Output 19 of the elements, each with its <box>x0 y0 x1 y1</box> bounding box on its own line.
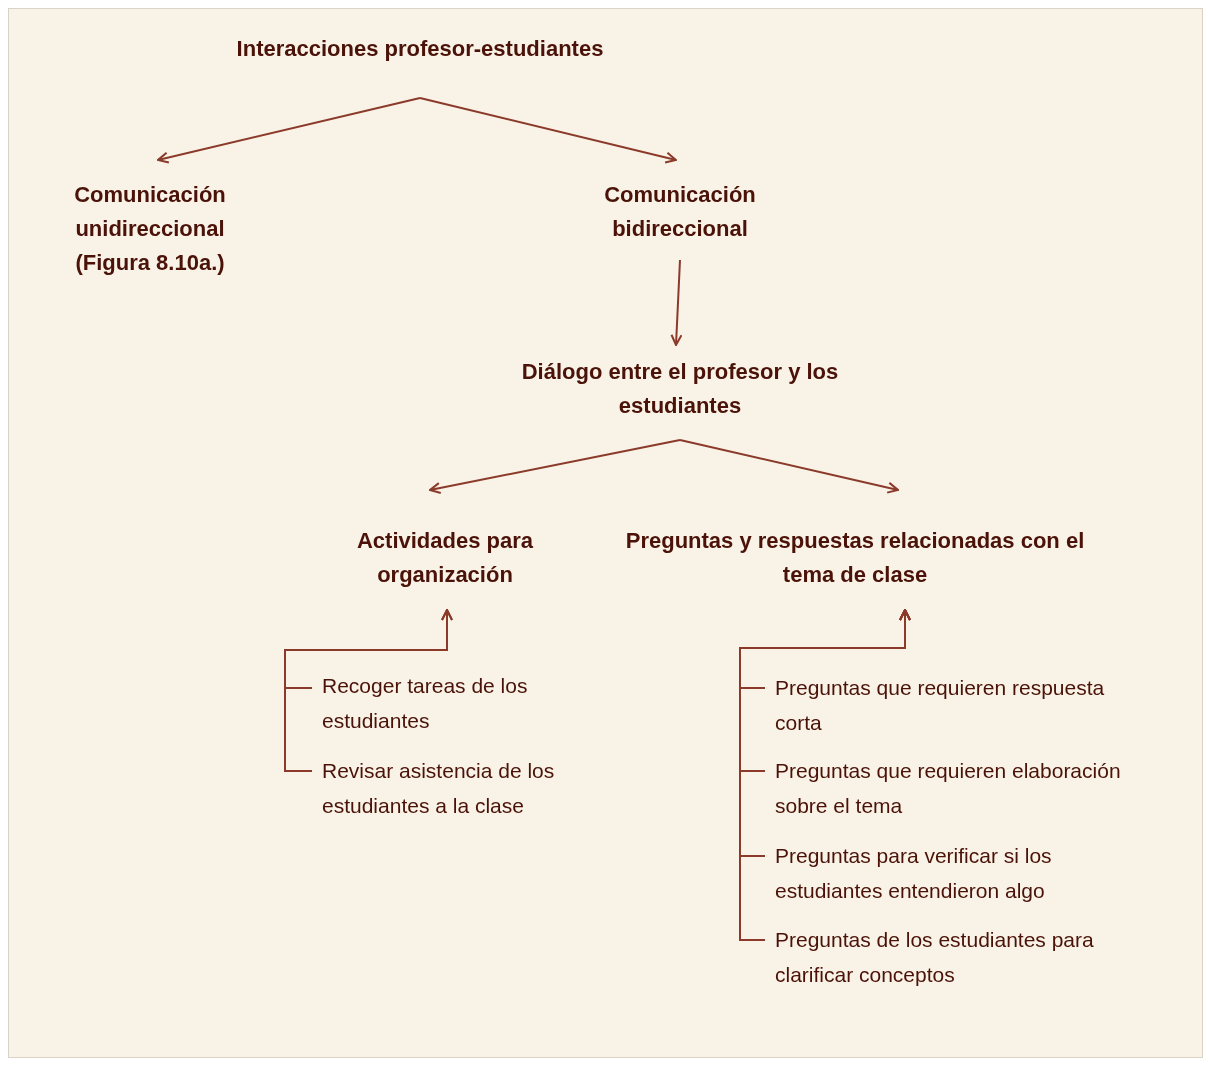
list-item-text: Revisar asistencia de los estudiantes a la clase <box>322 758 556 819</box>
arrow <box>157 97 421 164</box>
arrow <box>284 609 453 772</box>
list-item-text: Preguntas para verificar si los estudiantes entendieron algo <box>775 843 1053 904</box>
node-label: Comunicación unidireccional (Figura 8.10a.) <box>73 181 227 277</box>
arrow <box>679 439 899 494</box>
node-label: Comunicación bidireccional <box>603 181 757 243</box>
node-label: Actividades para organización <box>355 527 535 589</box>
arrow <box>739 609 911 941</box>
arrow <box>419 97 677 164</box>
arrow <box>670 259 683 346</box>
list-item-text: Preguntas que requieren elaboración sobre el tema <box>775 758 1122 819</box>
list-item-text: Recoger tareas de los estudiantes <box>322 673 529 734</box>
list-item-text: Preguntas de los estudiantes para clarificar conceptos <box>775 927 1095 988</box>
arrow <box>429 439 681 494</box>
node-label: Preguntas y respuestas relacionadas con el tema de clase <box>624 527 1086 589</box>
node-label: Diálogo entre el profesor y los estudiantes <box>520 358 840 420</box>
list-item-text: Preguntas que requieren respuesta corta <box>775 675 1106 736</box>
node-label: Interacciones profesor-estudiantes <box>236 35 604 63</box>
